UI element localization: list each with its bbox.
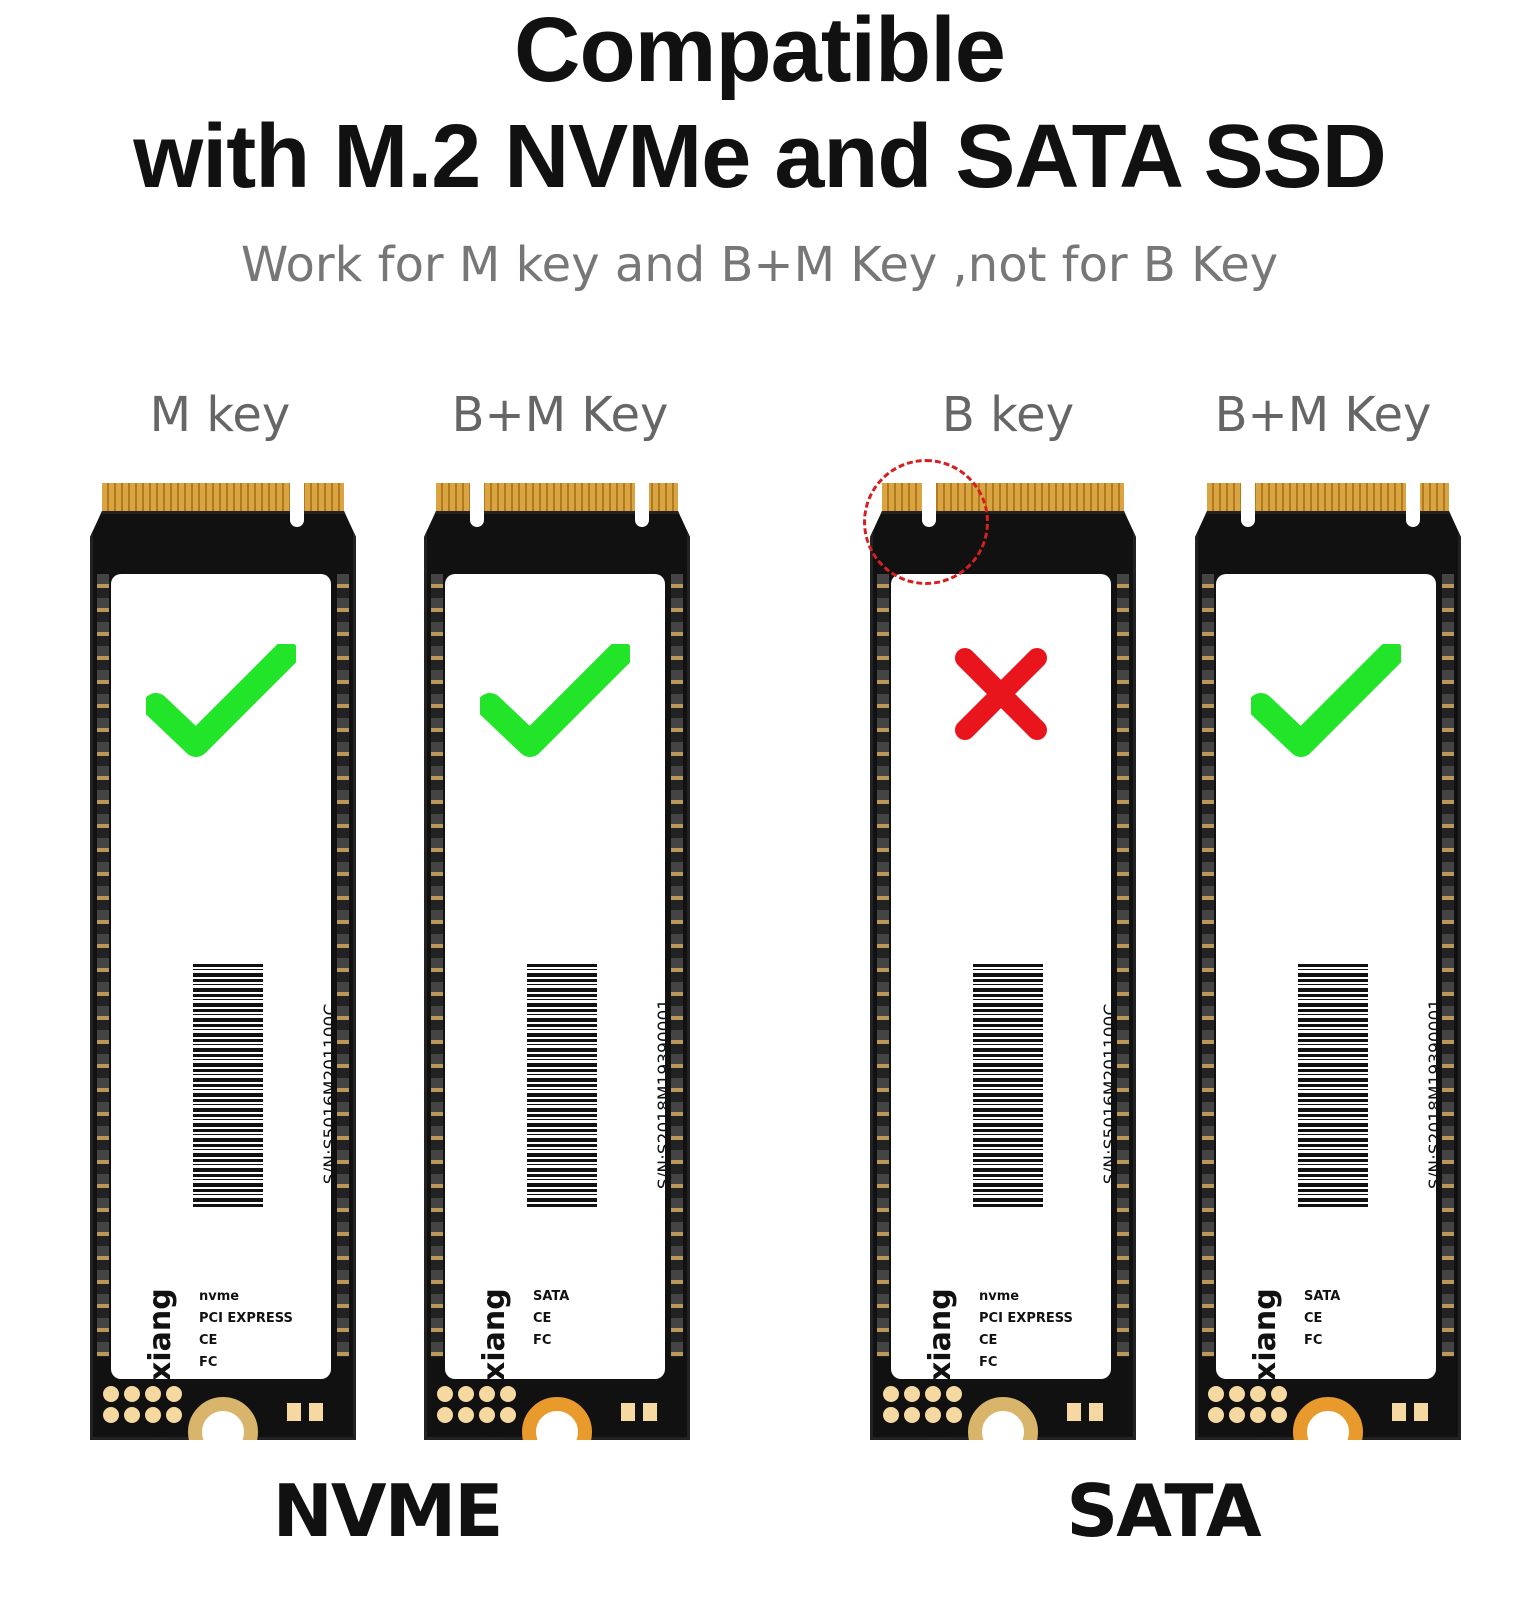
ssd-card: S/N:S2018M19390001 fanxiang SATA CE FC xyxy=(424,483,690,1440)
pcb: S/N:S2018M19390001 fanxiang SATA CE FC xyxy=(424,511,690,1440)
certification-logo: nvme xyxy=(199,1289,240,1304)
title-line-1: Compatible xyxy=(514,0,1006,101)
mounting-hole xyxy=(188,1397,258,1467)
pcb-components xyxy=(337,574,349,1357)
pcb-components xyxy=(877,574,889,1357)
serial-number: S/N:S2018M19390001 xyxy=(1426,998,1446,1190)
mounting-hole xyxy=(968,1397,1038,1467)
group-label-nvme: NVME xyxy=(272,1469,504,1553)
mounting-hole xyxy=(1293,1397,1363,1467)
pcb-components xyxy=(431,574,443,1357)
certification-logo: CE xyxy=(199,1333,218,1348)
serial-number: S/N:S5016M201100C xyxy=(321,1003,341,1185)
title-line-2: with M.2 NVMe and SATA SSD xyxy=(133,107,1386,207)
key-notch xyxy=(290,483,305,527)
key-notch xyxy=(470,483,485,527)
barcode xyxy=(973,964,1043,1209)
pcb-components xyxy=(1117,574,1129,1357)
group-label-sata: SATA xyxy=(1066,1469,1261,1553)
mounting-hole xyxy=(522,1397,592,1467)
certification-logos: SATA CE FC xyxy=(1304,1289,1424,1349)
pcb-components xyxy=(1202,574,1214,1357)
solder-pads xyxy=(883,1386,967,1423)
certification-logo: PCI EXPRESS xyxy=(979,1311,1073,1326)
solder-pads xyxy=(1208,1386,1292,1423)
brand-logo: fanxiang xyxy=(923,1288,958,1436)
pcb: S/N:S2018M19390001 fanxiang SATA CE FC xyxy=(1195,511,1461,1440)
brand-logo: fanxiang xyxy=(477,1288,512,1436)
certification-logo: nvme xyxy=(979,1289,1020,1304)
serial-number: S/N:S5016M201100C xyxy=(1101,1003,1121,1185)
solder-pads xyxy=(437,1386,521,1423)
certification-logo: PCI EXPRESS xyxy=(199,1311,293,1326)
certification-logo: FC xyxy=(1304,1333,1323,1348)
barcode xyxy=(1298,964,1368,1209)
check-icon xyxy=(146,644,296,764)
barcode xyxy=(193,964,263,1209)
pcb-components xyxy=(671,574,683,1357)
check-icon xyxy=(1251,644,1401,764)
certification-logo: CE xyxy=(533,1311,552,1326)
certification-logo: FC xyxy=(533,1333,552,1348)
brand-logo: fanxiang xyxy=(143,1288,178,1436)
certification-logo: SATA xyxy=(533,1289,570,1304)
key-type-label: M key xyxy=(149,387,291,443)
certification-logo: FC xyxy=(199,1355,218,1370)
key-type-label: B+M Key xyxy=(451,387,669,443)
subtitle: Work for M key and B+M Key ,not for B Ke… xyxy=(240,237,1279,293)
check-icon xyxy=(480,644,630,764)
certification-logos: SATA CE FC xyxy=(533,1289,653,1349)
serial-number: S/N:S2018M19390001 xyxy=(655,998,675,1190)
certification-logo: FC xyxy=(979,1355,998,1370)
pcb-components xyxy=(1442,574,1454,1357)
test-pads xyxy=(287,1403,323,1421)
test-pads xyxy=(1067,1403,1103,1421)
certification-logo: CE xyxy=(1304,1311,1323,1326)
gold-connector xyxy=(102,483,344,513)
barcode xyxy=(527,964,597,1209)
cross-icon xyxy=(951,644,1051,744)
brand-logo: fanxiang xyxy=(1248,1288,1283,1436)
test-pads xyxy=(1392,1403,1428,1421)
key-notch xyxy=(1241,483,1256,527)
certification-logo: SATA xyxy=(1304,1289,1341,1304)
key-notch xyxy=(635,483,650,527)
key-type-label: B key xyxy=(941,387,1075,443)
pcb-components xyxy=(97,574,109,1357)
ssd-card: S/N:S2018M19390001 fanxiang SATA CE FC xyxy=(1195,483,1461,1440)
key-notch xyxy=(1406,483,1421,527)
test-pads xyxy=(621,1403,657,1421)
solder-pads xyxy=(103,1386,187,1423)
key-type-label: B+M Key xyxy=(1214,387,1432,443)
certification-logo: CE xyxy=(979,1333,998,1348)
b-key-notch-highlight-circle xyxy=(863,459,989,585)
